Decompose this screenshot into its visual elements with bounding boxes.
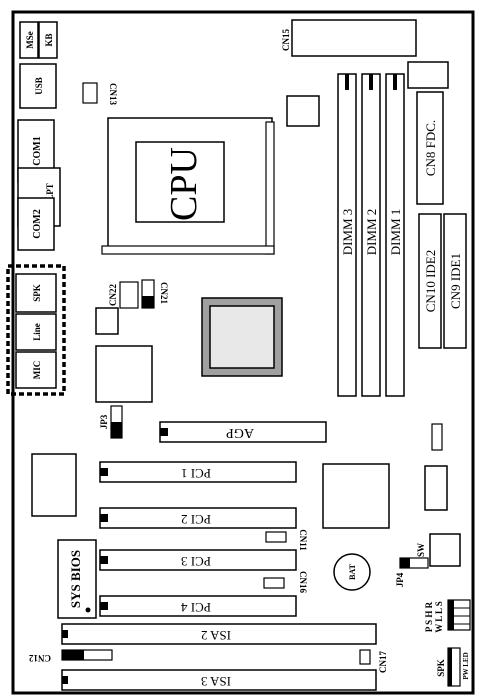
pci1-label: PCI 1 [181,466,211,481]
sw-label: SW [416,543,426,557]
cn8-label: CN8 FDC. [423,120,438,176]
isa3-key [62,676,68,684]
front-panel-bottom-row: W L L S [434,601,444,633]
chipset-die [209,305,275,369]
spk-header-label: SPK [436,659,446,677]
cn8-fdc-connector [416,91,444,205]
dimm3-notch [345,74,349,90]
cn9-ide1-connector [443,213,467,349]
kb-label: KB [44,33,54,46]
cn10-ide2-connector [418,213,442,349]
dimm3-label: DIMM 3 [340,209,355,256]
cn17-header [359,649,371,665]
cpu-label: CPU [163,147,205,221]
line-jack [15,313,57,351]
cn10-label: CN10 IDE2 [423,250,438,312]
mse-label: MSe [25,31,35,49]
chip-top-right [407,61,449,89]
spk-pwled-pins [448,648,452,686]
mic-label: MIC [32,361,42,380]
com2-label: COM2 [32,209,43,238]
front-panel-pins [448,600,454,630]
cn15-connector [291,19,417,57]
sys-bios-pin1-dot [85,607,91,613]
cn16-label: CN16 [298,571,308,593]
cn21-label: CN21 [159,282,169,304]
usb-label: USB [34,77,44,95]
audio-jacks-group [6,264,66,396]
bat-label: BAT [348,563,357,580]
sw-switch [429,533,461,567]
small-chip-right [431,423,443,451]
kb-connector [38,21,58,59]
isa2-key [62,630,68,638]
pci4-label: PCI 4 [181,600,211,615]
pci2-key [100,514,108,522]
mic-jack [15,351,57,389]
chip-right-tall [424,465,448,511]
cpu-socket-lever-bottom [101,245,275,255]
lpt-label: LPT [45,183,55,201]
usb-connector [19,63,57,109]
dimm1-label: DIMM 1 [388,209,403,256]
dimm1-notch [393,74,397,90]
com2-connector [17,197,55,251]
battery [333,553,371,591]
cn12-label: CN12 [29,653,51,663]
isa3-label: ISA 3 [201,674,231,689]
com1-label: COM1 [32,136,43,165]
line-label: Line [32,323,42,341]
cn11-header [265,531,287,543]
cn21-pins [142,296,154,308]
cn12-pins [62,650,84,660]
isa2-label: ISA 2 [201,628,231,643]
front-panel-top-row: P S H R [424,601,434,632]
spk-label: SPK [32,284,42,302]
dimm2-notch [369,74,373,90]
cn22-header [119,281,139,309]
jp4-label: JP4 [395,572,405,587]
cn22-label: CN22 [108,284,118,306]
cn13-label: CN13 [108,83,118,105]
chip-left-large [31,453,77,517]
agp-label: AGP [226,425,254,440]
pci1-key [100,468,108,476]
cn11-label: CN11 [298,529,308,551]
mse-connector [19,21,39,59]
southbridge-chip [95,345,153,403]
chip-upper [286,95,320,127]
cn9-label: CN9 IDE1 [448,253,463,309]
pci3-key [100,556,108,564]
cn13-header [82,82,98,104]
small-chip-left [95,307,119,335]
agp-key [160,428,168,436]
pwled-label: PW LED [462,652,470,679]
dimm2-label: DIMM 2 [364,209,379,256]
pci4-key [100,602,108,610]
jp3-label: JP3 [99,414,109,429]
cpu-socket-lever-right [265,121,275,255]
sys-bios-label: SYS BIOS [68,550,83,608]
pci2-label: PCI 2 [181,512,211,527]
jp3-cap [111,422,122,438]
sys-bios-chip [57,539,97,619]
spk-jack [15,273,57,313]
cpu-chip [135,141,225,223]
chip-middle-right [322,463,390,529]
cn15-label: CN15 [281,29,291,51]
cn17-label: CN17 [378,651,388,673]
jp4-cap [400,558,410,568]
cn16-header [263,577,285,589]
pci3-label: PCI 3 [181,554,211,569]
